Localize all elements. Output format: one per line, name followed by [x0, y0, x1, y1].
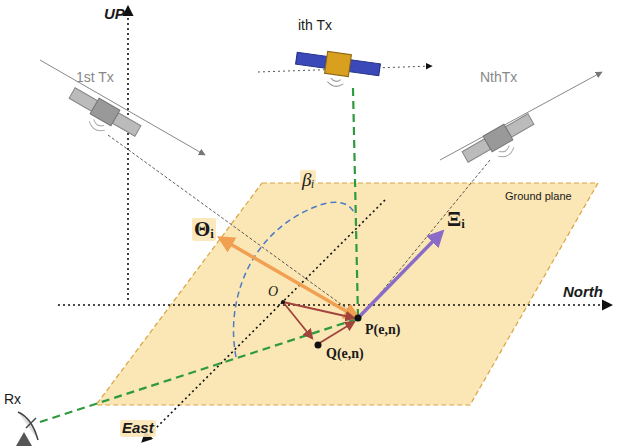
ground-plane	[96, 183, 598, 405]
tx-label: ith Tx	[298, 18, 332, 33]
rx-label: Rx	[4, 392, 21, 407]
satellite-icon	[62, 85, 142, 148]
tx-label: NthTx	[480, 70, 517, 85]
vector-label: Ξᵢ	[447, 208, 465, 231]
motion-arrow	[440, 72, 602, 160]
origin-label: O	[268, 284, 278, 299]
satellite-icon	[293, 47, 381, 92]
axis-label: East	[120, 420, 156, 437]
plane-label: Ground plane	[505, 190, 572, 202]
vector-label: Θᵢ	[192, 218, 216, 241]
angle-label: βᵢ	[300, 170, 316, 191]
point-label: P(e,n)	[363, 322, 402, 337]
theta-vector	[220, 238, 358, 318]
point-p	[355, 315, 362, 322]
up-axis	[127, 6, 129, 300]
tx-label: 1st Tx	[76, 70, 114, 85]
point-label: Q(e,n)	[324, 346, 366, 361]
tx-sight-line	[353, 88, 358, 318]
position-vector	[283, 302, 312, 338]
axis-label: North	[563, 284, 603, 301]
satellite-icon	[461, 111, 541, 174]
east-axis	[142, 200, 385, 442]
xi-vector	[358, 232, 442, 318]
motion-arrow	[40, 60, 205, 155]
receiver-dish	[16, 412, 38, 446]
origin-dot	[281, 300, 285, 304]
axis-label: UP	[104, 6, 125, 23]
point-q	[315, 342, 322, 349]
sight-line	[108, 135, 360, 318]
rx-sight-line	[40, 318, 360, 422]
offset-vector	[318, 322, 354, 344]
